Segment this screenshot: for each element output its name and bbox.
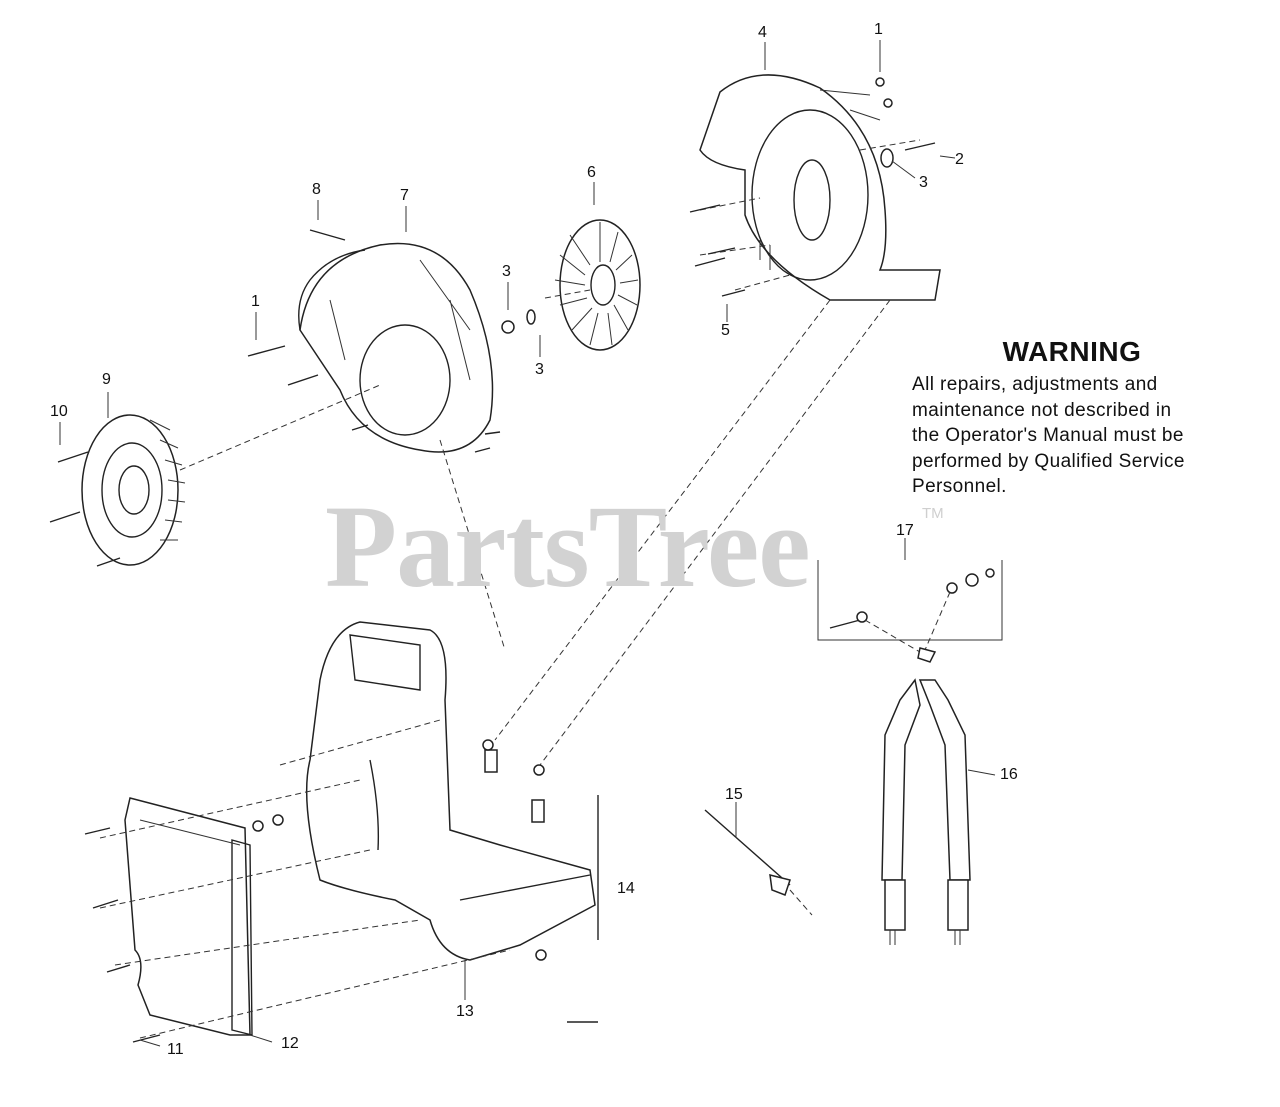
impeller-fan-part-6 bbox=[554, 219, 641, 351]
warning-body: All repairs, adjustments and maintenance… bbox=[912, 372, 1252, 500]
callout-13[interactable]: 13 bbox=[456, 1003, 474, 1020]
callout-10[interactable]: 10 bbox=[50, 403, 68, 420]
partstree-watermark: PartsTree bbox=[325, 481, 811, 612]
warning-line: maintenance not described in bbox=[912, 399, 1172, 421]
callout-4[interactable]: 4 bbox=[758, 24, 767, 41]
shoulder-straps-part-16 bbox=[881, 678, 971, 945]
backpack-frame-part-13 bbox=[305, 621, 596, 961]
callout-14[interactable]: 14 bbox=[617, 880, 635, 897]
inlet-cover-part-9 bbox=[81, 414, 186, 566]
wire-tie-part-15 bbox=[704, 809, 813, 916]
callout-leaders bbox=[59, 40, 996, 1047]
screws bbox=[49, 77, 936, 1043]
back-pad-part-12 bbox=[124, 797, 253, 1036]
trademark-mark: TM bbox=[922, 505, 944, 522]
callout-3-upper[interactable]: 3 bbox=[502, 263, 511, 280]
callout-1-left[interactable]: 1 bbox=[251, 293, 260, 310]
callout-12[interactable]: 12 bbox=[281, 1035, 299, 1052]
assembly-lines bbox=[99, 139, 921, 1039]
warning-line: performed by Qualified Service bbox=[912, 450, 1185, 472]
callout-9[interactable]: 9 bbox=[102, 371, 111, 388]
callout-1-top[interactable]: 1 bbox=[874, 21, 883, 38]
callout-5[interactable]: 5 bbox=[721, 322, 730, 339]
callout-16[interactable]: 16 bbox=[1000, 766, 1018, 783]
callout-8[interactable]: 8 bbox=[312, 181, 321, 198]
callout-6[interactable]: 6 bbox=[587, 164, 596, 181]
callout-7[interactable]: 7 bbox=[400, 187, 409, 204]
warning-title: WARNING bbox=[1002, 336, 1142, 367]
callout-2[interactable]: 2 bbox=[955, 151, 964, 168]
callout-3-lower[interactable]: 3 bbox=[535, 361, 544, 378]
callout-15[interactable]: 15 bbox=[725, 786, 743, 803]
scroll-housing-part-7 bbox=[298, 242, 494, 453]
warning-line: Personnel. bbox=[912, 476, 1007, 497]
hardware-bracket-part-17 bbox=[817, 560, 1003, 663]
blower-housing-part-4 bbox=[699, 74, 941, 301]
warning-notice: WARNING All repairs, adjustments and mai… bbox=[912, 336, 1252, 500]
callout-3-right[interactable]: 3 bbox=[919, 174, 928, 191]
callout-11[interactable]: 11 bbox=[167, 1041, 184, 1058]
isolator-mounts-part-14 bbox=[482, 739, 599, 1023]
callout-17[interactable]: 17 bbox=[896, 522, 914, 539]
warning-line: the Operator's Manual must be bbox=[912, 425, 1184, 446]
warning-line: All repairs, adjustments and bbox=[912, 374, 1158, 395]
